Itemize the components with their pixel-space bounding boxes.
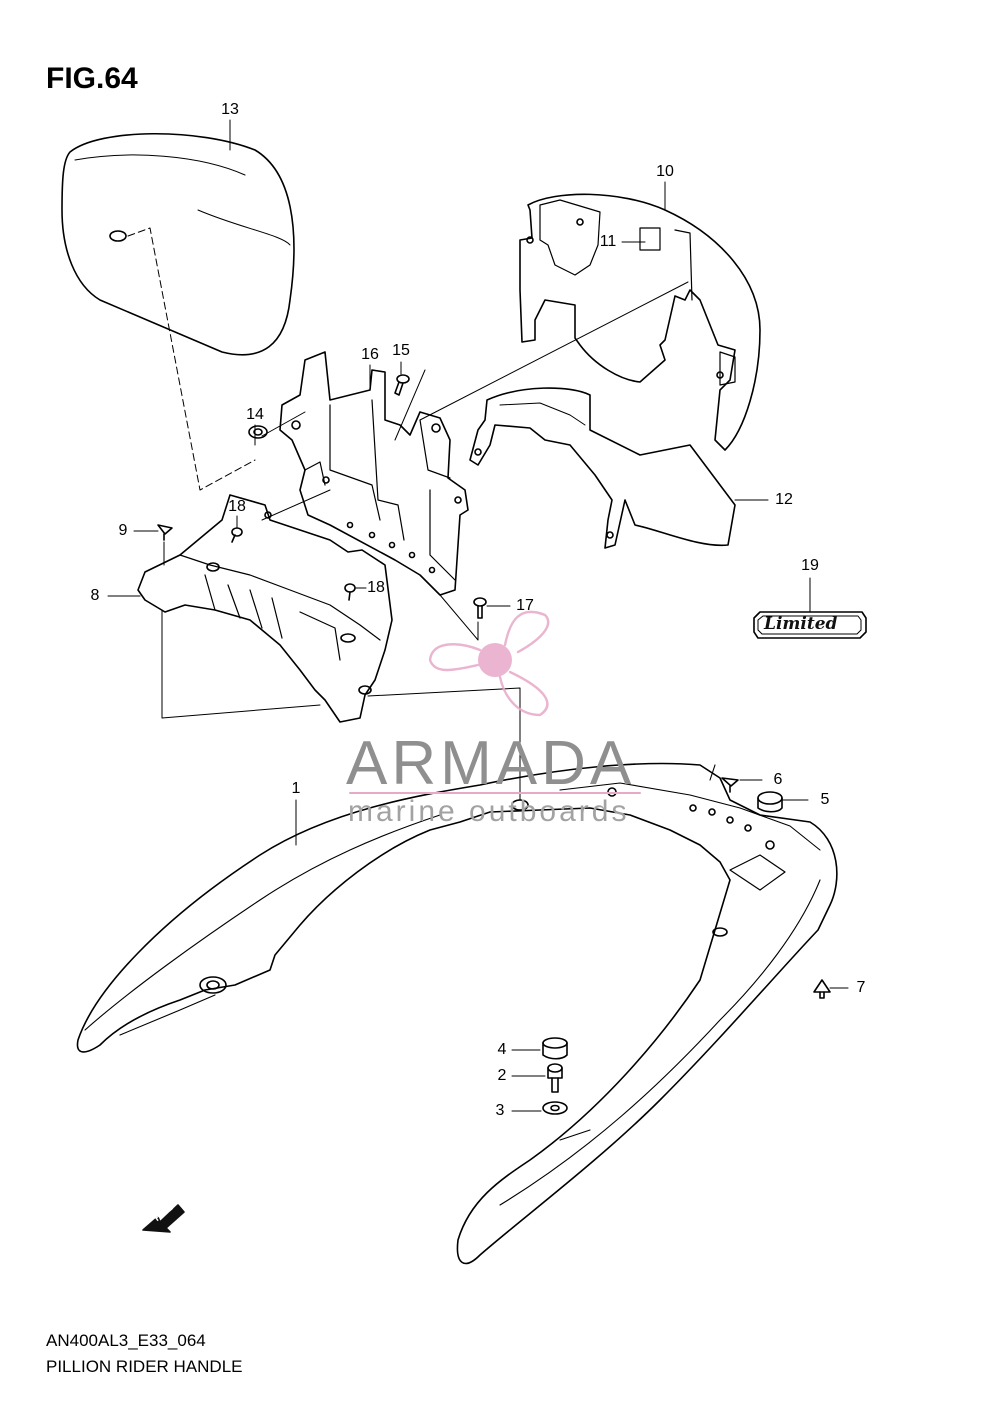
watermark-propeller-icon (428, 610, 550, 717)
dash-line-10 (419, 281, 689, 421)
callout-5: 5 (820, 791, 830, 808)
callout-11: 11 (599, 233, 617, 250)
seat-frame-part-8 (137, 494, 393, 723)
callout-19: 19 (801, 557, 819, 574)
callout-4: 4 (497, 1041, 507, 1058)
bolt-part-2 (547, 1063, 563, 1093)
figure-name: PILLION RIDER HANDLE (46, 1357, 243, 1376)
callout-16: 16 (361, 346, 379, 363)
assembly-line-left (161, 609, 321, 719)
washer-part-3 (542, 1101, 568, 1115)
dash-line-15 (394, 369, 426, 441)
watermark-tagline: marine outboards (348, 795, 630, 828)
watermark-brand: ARMADA (346, 729, 636, 798)
bolt-part-15 (394, 374, 410, 396)
dash-line-17 (439, 594, 479, 641)
figure-code: AN400AL3_E33_064 (46, 1331, 206, 1350)
callout-12: 12 (775, 491, 793, 508)
collar-part-14 (248, 425, 268, 439)
callout-8: 8 (90, 587, 100, 604)
lower-cover-part-12 (469, 387, 736, 549)
callout-13: 13 (221, 101, 239, 118)
figure-title: FIG.64 (46, 62, 138, 95)
backrest-pad-part-13 (61, 132, 295, 356)
callout-9: 9 (118, 522, 128, 539)
dash-line-13 (127, 227, 256, 491)
callout-18-upper: 18 (228, 498, 246, 515)
callout-3: 3 (495, 1102, 505, 1119)
dash-line-14 (261, 411, 306, 437)
callout-10: 10 (656, 163, 674, 180)
callout-1: 1 (291, 780, 301, 797)
backrest-bracket-part-16 (279, 351, 469, 596)
callout-15: 15 (392, 342, 410, 359)
clip-part-7 (813, 979, 831, 999)
forward-arrow-icon (142, 1204, 185, 1233)
grab-rail-part-1 (76, 762, 838, 1265)
callout-14: 14 (246, 406, 264, 423)
screw-part-18-lower (344, 583, 356, 601)
screw-part-18-upper (231, 527, 243, 543)
screw-part-9 (157, 524, 173, 541)
callout-18-lower: 18 (367, 579, 385, 596)
bolt-part-17 (473, 597, 487, 619)
assembly-line-right (367, 687, 521, 801)
cushion-part-5 (757, 791, 783, 813)
screw-part-6 (721, 777, 739, 793)
emblem-part-19 (753, 611, 867, 639)
callout-7: 7 (856, 979, 866, 996)
callout-6: 6 (773, 771, 783, 788)
dash-line-18 (261, 489, 331, 521)
backrest-cover-part-10 (519, 193, 761, 451)
emblem-text: Limited (764, 614, 838, 634)
callout-17: 17 (516, 597, 534, 614)
cap-part-4 (542, 1037, 568, 1060)
callout-2: 2 (497, 1067, 507, 1084)
